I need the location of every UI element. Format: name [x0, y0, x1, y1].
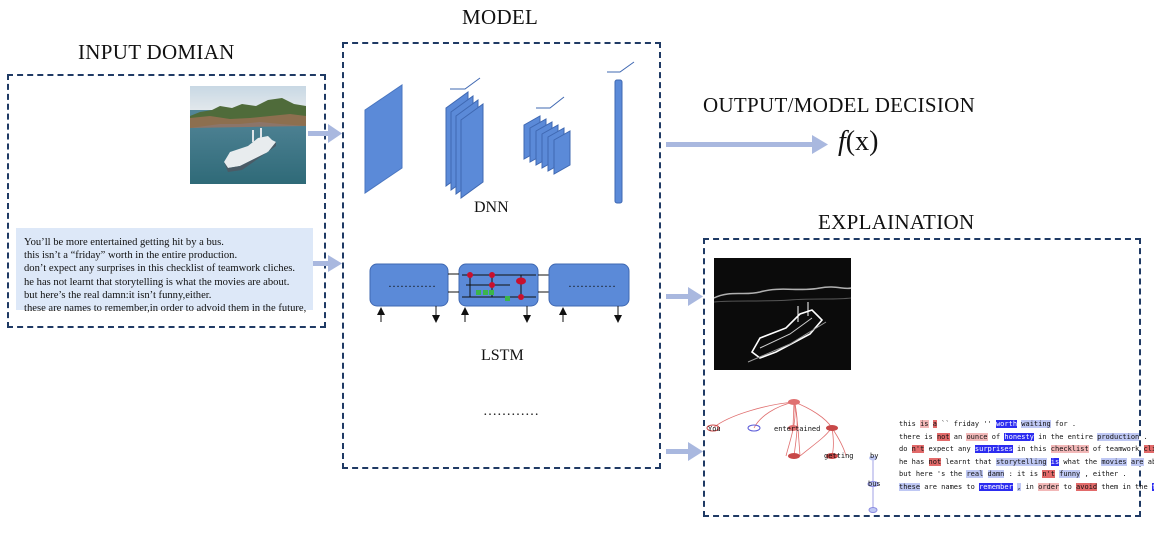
- fx-function: f: [838, 126, 846, 157]
- input-sentence: he has not learnt that storytelling is w…: [24, 276, 290, 288]
- dnn-output-layer: [607, 61, 635, 204]
- dnn-layer-2-dim: [450, 77, 481, 90]
- tree-word: by: [870, 452, 879, 460]
- model-decision-fx: f(x): [838, 126, 878, 158]
- explanation-line: do n't expect any surprises in this chec…: [899, 443, 1154, 456]
- arrow-model-to-output: [666, 135, 828, 154]
- lstm-cell-left-dots: …………: [388, 276, 436, 290]
- input-domain-title: INPUT DOMIAN: [78, 40, 235, 64]
- model-box: [342, 42, 661, 469]
- arrow-text-to-model: [313, 255, 342, 272]
- explanation-line: there is not an ounce of honesty in the …: [899, 432, 1148, 441]
- arrow-to-text-explanation: [666, 442, 703, 461]
- explanation-line: this is a `` friday '' worth waiting for…: [899, 420, 1077, 428]
- lstm-cell-right-dots: …………: [568, 276, 616, 290]
- input-domain-box: [7, 74, 326, 328]
- output-title: OUTPUT/MODEL DECISION: [703, 93, 976, 117]
- lstm-cell-right: [548, 263, 630, 323]
- dnn-layer-3-dim: [536, 96, 565, 109]
- explanation-line: he has not learnt that storytelling is w…: [899, 457, 1154, 466]
- input-sentence: these are names to remember,in order to …: [24, 303, 307, 315]
- dnn-layer-2: [445, 91, 484, 199]
- arrow-to-saliency-map: [666, 287, 703, 306]
- explanation-title: EXPLAINATION: [818, 210, 975, 234]
- explanation-line: but here 's the real damn : it is n't fu…: [899, 470, 1127, 478]
- dnn-label: DNN: [474, 199, 509, 216]
- model-title: MODEL: [462, 5, 539, 29]
- dnn-layer-1: [364, 84, 403, 194]
- tree-word: bus: [868, 480, 881, 488]
- saliency-map-image: [713, 258, 852, 370]
- input-ship-photo: [190, 86, 306, 184]
- more-models-ellipsis: …………: [483, 404, 539, 419]
- dnn-layer-3: [523, 115, 571, 175]
- tree-word: entertained: [774, 425, 821, 433]
- explanation-box: [703, 238, 1141, 517]
- input-sentence: but here’s the real damn:it isn’t funny,…: [24, 289, 212, 301]
- input-sentence: this isn’t a “friday” worth in the entir…: [24, 250, 238, 262]
- fx-argument: (x): [845, 126, 879, 157]
- tree-word: You: [708, 425, 721, 433]
- tree-nodes: [706, 399, 879, 513]
- input-sentence: don’t expect any surprises in this check…: [24, 263, 296, 275]
- input-text-box: You’ll be more entertained getting hit b…: [16, 228, 313, 314]
- input-sentence: You’ll be more entertained getting hit b…: [24, 237, 224, 248]
- text-explanation: this is a `` friday '' worth waiting for…: [899, 418, 1154, 493]
- lstm-cell-left: [369, 263, 449, 323]
- explanation-line: these are names to remember , in order t…: [899, 481, 1154, 494]
- lstm-cell-center: [448, 263, 549, 323]
- tree-word: getting: [824, 452, 854, 460]
- arrow-image-to-model: [308, 124, 342, 143]
- lstm-label: LSTM: [481, 347, 524, 364]
